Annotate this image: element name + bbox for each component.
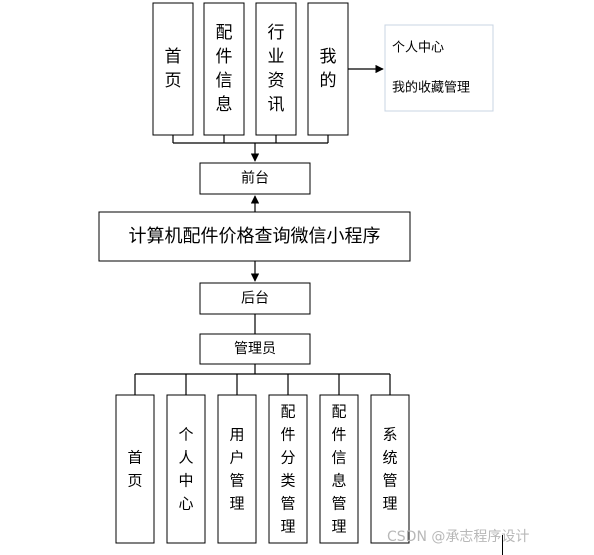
text-cursor — [502, 535, 503, 555]
my-submenu-item: 个人中心 — [392, 41, 444, 56]
frontend-item-4: 我的 — [307, 2, 349, 136]
frontend-item-3-char: 行 — [268, 23, 285, 43]
admin-item-1-char: 页 — [127, 472, 142, 490]
admin-item-4-char: 管 — [280, 495, 295, 513]
admin-item-6-char: 统 — [382, 449, 397, 467]
system-title-node-label: 计算机配件价格查询微信小程序 — [129, 226, 381, 247]
system-title-node: 计算机配件价格查询微信小程序 — [98, 211, 411, 262]
frontend-item-4-char: 我 — [320, 47, 337, 67]
frontend-item-2-char: 配 — [216, 23, 233, 43]
back-node: 后台 — [199, 282, 311, 315]
connector-lines — [134, 64, 391, 395]
admin-item-4-char: 件 — [280, 426, 295, 444]
front-node: 前台 — [199, 162, 311, 195]
admin-item-3-char: 管 — [229, 472, 244, 490]
my-submenu-item: 我的收藏管理 — [392, 80, 470, 96]
frontend-item-1-char: 页 — [165, 71, 182, 91]
admin-item-3-char: 用 — [229, 426, 244, 444]
back-node-label: 后台 — [241, 291, 269, 307]
admin-item-5-char: 管 — [331, 495, 346, 513]
admin-item-5-char: 息 — [331, 472, 346, 490]
admin-item-4-char: 分 — [280, 449, 295, 467]
diagram-nodes: 首页配件信息行业资讯我的个人中心我的收藏管理前台计算机配件价格查询微信小程序后台… — [98, 2, 494, 544]
frontend-item-3-char: 业 — [268, 47, 285, 67]
admin-item-4-char: 配 — [280, 403, 295, 421]
frontend-item-2-char: 信 — [216, 71, 233, 91]
admin-item-2-char: 人 — [178, 449, 193, 467]
frontend-item-4-char: 的 — [320, 71, 337, 91]
admin-item-2-char: 中 — [178, 472, 193, 490]
admin-item-6-char: 管 — [382, 472, 397, 490]
admin-item-5-char: 配 — [331, 403, 346, 421]
frontend-item-3-char: 资 — [268, 71, 285, 91]
admin-item-6-char: 理 — [382, 495, 397, 513]
frontend-item-3-char: 讯 — [268, 95, 285, 115]
watermark: CSDN @承志程序设计 — [387, 529, 530, 545]
admin-item-6-char: 系 — [382, 426, 397, 444]
admin-item-2-char: 个 — [178, 426, 193, 444]
admin-item-4-char: 类 — [280, 472, 295, 490]
frontend-item-2-char: 息 — [216, 95, 233, 115]
front-node-label: 前台 — [241, 170, 269, 187]
admin-item-4-char: 理 — [280, 518, 295, 536]
admin-item-2-char: 心 — [178, 495, 193, 513]
admin-item-5-char: 理 — [331, 518, 346, 536]
admin-item-5-char: 件 — [331, 426, 346, 444]
admin-item-5-char: 信 — [331, 449, 346, 467]
admin-node-label: 管理员 — [234, 341, 276, 357]
admin-item-3-char: 户 — [229, 449, 244, 467]
admin-item-1-char: 首 — [127, 449, 142, 467]
admin-item-2: 个人中心 — [166, 394, 206, 544]
admin-node: 管理员 — [199, 333, 311, 365]
admin-item-1: 首页 — [115, 394, 155, 544]
frontend-item-1: 首页 — [152, 2, 194, 136]
frontend-item-2-char: 件 — [216, 47, 233, 67]
admin-item-3-char: 理 — [229, 495, 244, 513]
frontend-item-1-char: 首 — [165, 47, 182, 67]
